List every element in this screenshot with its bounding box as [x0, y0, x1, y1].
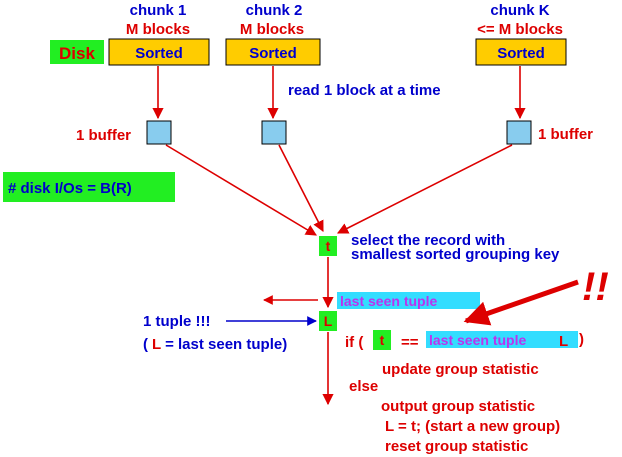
t-label: t — [326, 238, 331, 254]
cond-eq: == — [401, 334, 419, 351]
one-tuple-note: 1 tuple !!! — [143, 313, 211, 330]
l-definition: (L = last seen tuple) — [143, 336, 287, 353]
l-box — [319, 311, 337, 331]
buffer-k — [506, 120, 532, 145]
else-line-2: L = t; (start a new group) — [385, 418, 560, 435]
read-note: read 1 block at a time — [288, 82, 441, 99]
chunk-1-box — [108, 38, 210, 66]
t-box — [319, 236, 337, 256]
else-line-3: reset group statistic — [385, 438, 528, 455]
merge-arrow-1 — [165, 144, 317, 236]
cond-last-seen-box — [426, 331, 578, 348]
last-seen-bar — [337, 292, 480, 309]
merge-arrow-2 — [278, 144, 324, 232]
else-word: else — [349, 378, 378, 395]
io-cost-box — [3, 172, 175, 202]
else-line-1: output group statistic — [381, 398, 535, 415]
buffer-label-left: 1 buffer — [76, 127, 131, 144]
select-line-2: smallest sorted grouping key — [351, 246, 560, 263]
l-label: L — [324, 313, 333, 329]
chunk-k-box — [475, 38, 567, 66]
chunk-1-title: chunk 1 — [130, 2, 187, 19]
chunk-k-title: chunk K — [490, 2, 549, 19]
cond-t-box — [373, 330, 391, 350]
buffer-2 — [261, 120, 287, 145]
then-line: update group statistic — [382, 361, 539, 378]
chunk-1-size: M blocks — [126, 21, 190, 38]
merge-arrow-k — [337, 144, 513, 234]
buffer-label-right: 1 buffer — [538, 126, 593, 143]
exclaim-arrow — [463, 279, 579, 326]
chunk-2-title: chunk 2 — [246, 2, 303, 19]
chunk-k-box-label: Sorted — [497, 45, 545, 62]
disk-label: Disk — [59, 44, 95, 63]
cond-if: if ( — [345, 334, 363, 351]
cond-last-seen-label: last seen tuple — [429, 332, 526, 348]
io-cost-label: # disk I/Os = B(R) — [8, 180, 132, 197]
disk-label-box — [50, 40, 104, 64]
chunk-2-size: M blocks — [240, 21, 304, 38]
cond-l-label: L — [559, 333, 568, 350]
chunk-2-box — [225, 38, 321, 66]
last-seen-bar-label: last seen tuple — [340, 293, 437, 309]
exclaim-marks: !! — [582, 265, 609, 309]
cond-t-label: t — [380, 332, 385, 348]
chunk-1-box-label: Sorted — [135, 45, 183, 62]
cond-close: ) — [579, 331, 584, 348]
buffer-1 — [146, 120, 172, 145]
select-line-1: select the record with — [351, 232, 505, 249]
chunk-k-size: <= M blocks — [477, 21, 563, 38]
chunk-2-box-label: Sorted — [249, 45, 297, 62]
